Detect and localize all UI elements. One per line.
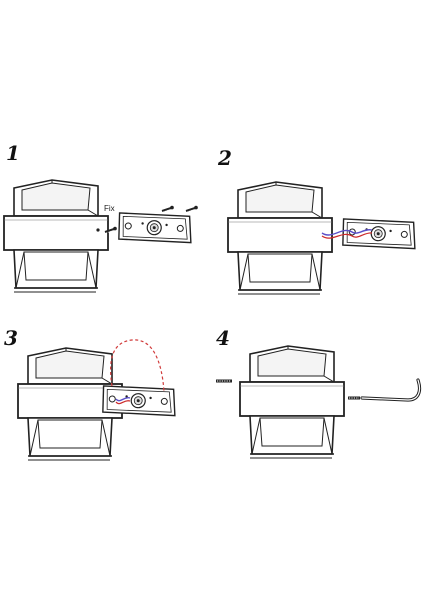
wire-icon: [115, 400, 131, 405]
wall-lamp: [3, 179, 109, 293]
wire-icon: [321, 228, 373, 236]
screw-icon: [161, 204, 175, 213]
step-4: 4: [216, 326, 422, 459]
step-1: 1 Fix: [3, 141, 199, 293]
step-number-2: 2: [217, 146, 232, 170]
mounting-plate: [340, 214, 419, 254]
wall-lamp: [239, 345, 345, 459]
fix-label: Fix: [104, 204, 115, 213]
step-3: 3: [4, 326, 179, 461]
mounting-plate: [116, 208, 195, 248]
screw-icon: [185, 204, 199, 213]
wire-icon: [321, 232, 373, 239]
screw-hole: [96, 228, 100, 232]
step-number-1: 1: [6, 141, 20, 165]
step-2: 2: [217, 146, 419, 295]
step-number-4: 4: [216, 326, 230, 350]
step-number-3: 3: [4, 326, 18, 350]
dashed-wire: [110, 339, 165, 393]
wall-lamp: [227, 181, 333, 295]
allen-key-icon: [360, 378, 422, 402]
wire-icon: [115, 396, 131, 402]
